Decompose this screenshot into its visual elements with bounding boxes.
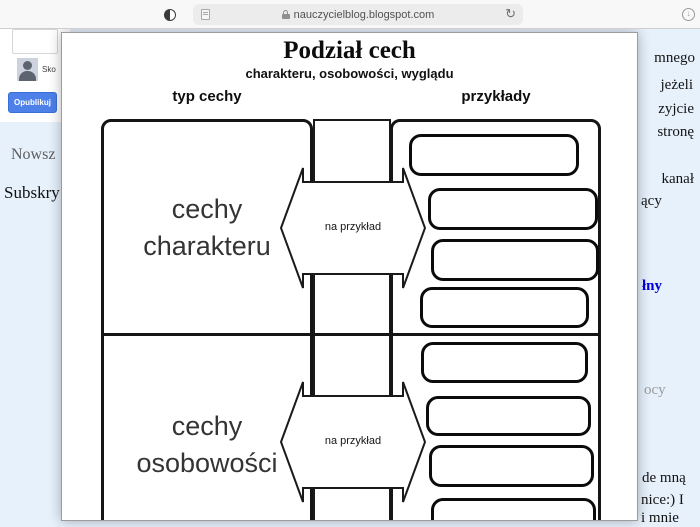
- bg-text-fragment: jeżeli: [660, 77, 693, 93]
- column-header-trait-type: typ cechy: [172, 88, 242, 105]
- example-box: [431, 498, 596, 520]
- subscribe-label[interactable]: Subskry: [4, 183, 60, 202]
- example-box: [428, 188, 598, 230]
- row-label-character: cechy charakteru: [143, 193, 271, 261]
- bg-text-fragment: mnego: [654, 50, 695, 66]
- example-box: [409, 134, 579, 176]
- trait-type-cell-personality: cechy osobowości: [101, 336, 313, 520]
- address-bar[interactable]: nauczycielblog.blogspot.com ↻: [193, 4, 523, 25]
- user-avatar: [17, 58, 38, 81]
- bg-text-fragment: ący: [641, 193, 662, 209]
- downloads-icon[interactable]: ↓: [682, 8, 695, 21]
- padlock-icon: [281, 10, 290, 19]
- url-text[interactable]: nauczycielblog.blogspot.com: [293, 8, 435, 21]
- example-box: [420, 287, 589, 328]
- worksheet-lightbox-image[interactable]: Podział cech charakteru, osobowości, wyg…: [61, 32, 638, 521]
- row-divider-line: [101, 333, 601, 336]
- bg-text-fragment: zyjcie: [658, 101, 694, 117]
- worksheet-title: Podział cech: [283, 37, 416, 64]
- publish-button[interactable]: Opublikuj: [8, 92, 57, 113]
- comment-widget: Sko Opublikuj: [0, 29, 70, 122]
- example-box: [426, 396, 591, 436]
- bg-text-fragment: nice:) I: [641, 492, 684, 508]
- column-header-examples: przykłady: [461, 88, 531, 105]
- trait-type-cell-character: cechy charakteru: [101, 119, 313, 336]
- reload-icon[interactable]: ↻: [505, 6, 516, 21]
- newer-posts-link[interactable]: Nowsz: [11, 146, 56, 163]
- arrow-label-personality: na przykład: [324, 435, 382, 447]
- comment-author-label: Sko: [42, 65, 56, 74]
- arrow-label-character: na przykład: [324, 221, 382, 233]
- bg-text-fragment: i mnie: [641, 510, 679, 526]
- double-arrow-character: [280, 167, 426, 289]
- double-arrow-personality: [280, 381, 426, 503]
- bg-text-fragment: ocy: [644, 382, 666, 398]
- privacy-shield-icon[interactable]: [164, 9, 176, 21]
- example-box: [421, 342, 588, 383]
- bg-link-fragment[interactable]: łny: [642, 278, 663, 294]
- comment-input[interactable]: [12, 29, 58, 54]
- example-box: [431, 239, 599, 281]
- worksheet-subtitle: charakteru, osobowości, wyglądu: [245, 66, 454, 81]
- example-box: [429, 445, 594, 487]
- reader-mode-icon[interactable]: [201, 9, 210, 20]
- row-label-personality: cechy osobowości: [136, 410, 278, 478]
- browser-toolbar: nauczycielblog.blogspot.com ↻ ↓: [0, 0, 700, 29]
- bg-text-fragment: stronę: [657, 124, 694, 140]
- bg-text-fragment: kanał: [661, 171, 694, 187]
- bg-text-fragment: de mną: [642, 470, 686, 486]
